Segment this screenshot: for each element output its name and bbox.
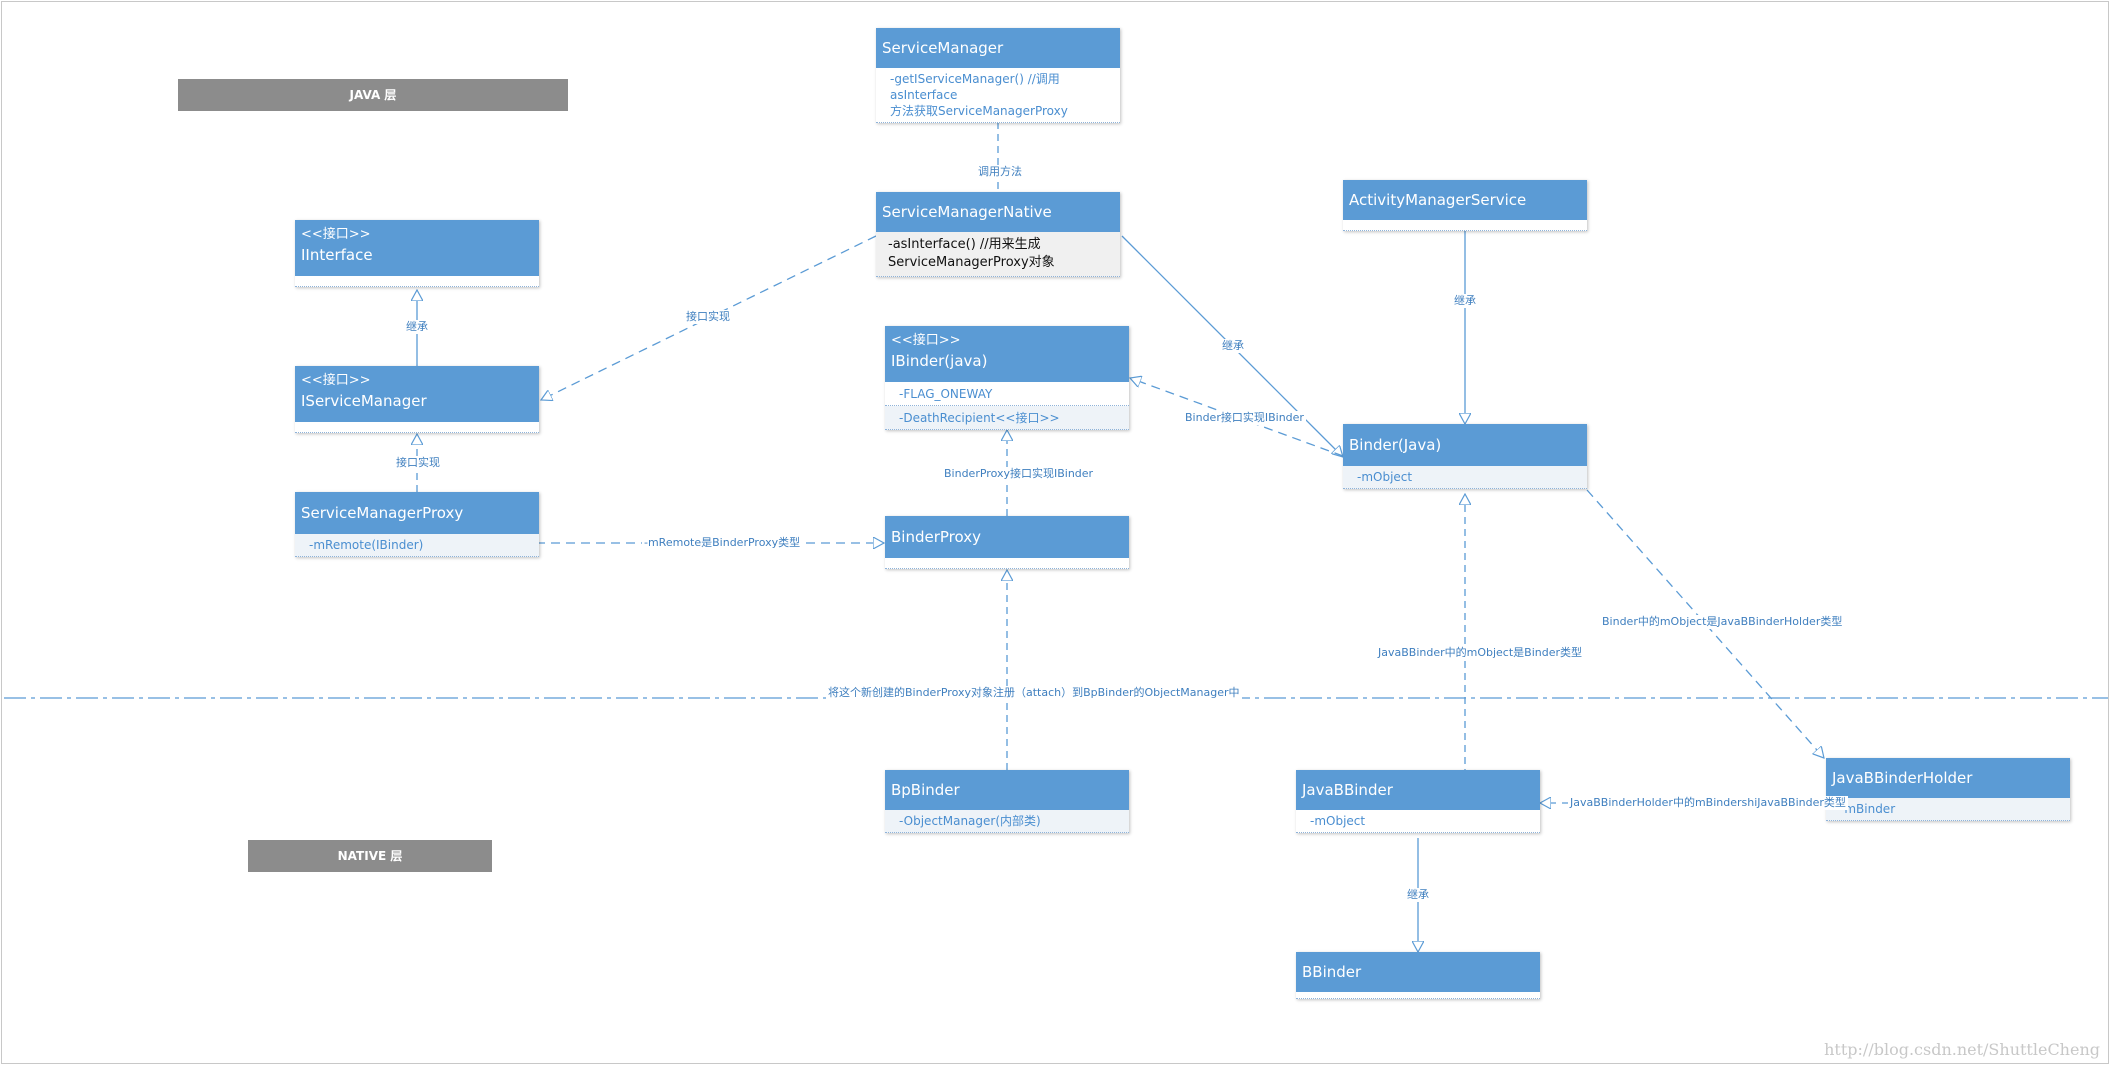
edge-label-inherit-ams: 继承	[1452, 294, 1478, 308]
class-attribute: -mRemote(IBinder)	[309, 538, 424, 552]
class-stereotype: <<接口>>	[891, 333, 961, 348]
class-name: ServiceManagerNative	[882, 203, 1052, 221]
edge-label-proxy-implementation: 接口实现	[394, 456, 442, 470]
class-name: ServiceManagerProxy	[301, 504, 464, 522]
class-bbinder[interactable]: BBinder	[1296, 952, 1540, 999]
class-name: Binder(Java)	[1349, 436, 1442, 454]
edge-label-call-method: 调用方法	[976, 165, 1024, 179]
class-binder-java[interactable]: Binder(Java) -mObject	[1343, 424, 1587, 489]
edge-label-binder-mobject: Binder中的mObject是JavaBBinderHolder类型	[1600, 615, 1845, 629]
edge-label-binder-implements-ibinder: Binder接口实现IBinder	[1183, 411, 1306, 425]
class-stereotype: <<接口>>	[301, 227, 371, 242]
class-name: ActivityManagerService	[1349, 191, 1527, 209]
class-activity-manager-service[interactable]: ActivityManagerService	[1343, 180, 1587, 231]
class-name: JavaBBinderHolder	[1832, 769, 1973, 787]
class-stereotype: <<接口>>	[301, 373, 371, 388]
class-empty-compartment	[1343, 220, 1587, 231]
class-empty-compartment	[1296, 992, 1540, 999]
edge-label-inherit-iinterface: 继承	[404, 320, 430, 334]
class-attribute: 方法获取ServiceManagerProxy	[890, 104, 1068, 118]
watermark: http://blog.csdn.net/ShuttleCheng	[1824, 1040, 2100, 1059]
class-ibinder-java[interactable]: <<接口>> IBinder(java) -FLAG_ONEWAY -Death…	[885, 326, 1129, 430]
class-attribute: -FLAG_ONEWAY	[899, 387, 993, 401]
edge-label-inherit-bbinder: 继承	[1405, 888, 1431, 902]
class-attribute: -mObject	[1310, 814, 1366, 828]
class-bp-binder[interactable]: BpBinder -ObjectManager(内部类)	[885, 770, 1129, 833]
edge-label-holder-mbinder: JavaBBinderHolder中的mBindershiJavaBBinder…	[1568, 796, 1848, 810]
class-java-bbinder[interactable]: JavaBBinder -mObject	[1296, 770, 1540, 833]
class-service-manager-proxy[interactable]: ServiceManagerProxy -mRemote(IBinder)	[295, 492, 539, 557]
class-binder-proxy[interactable]: BinderProxy	[885, 516, 1129, 569]
class-attribute: -asInterface() //用来生成	[888, 237, 1041, 252]
class-attribute: -mObject	[1357, 470, 1413, 484]
edge-label-mremote-type: -mRemote是BinderProxy类型	[642, 536, 803, 550]
edge-label-inherit-binder: 继承	[1220, 339, 1246, 353]
class-name: BpBinder	[891, 781, 960, 799]
class-iservice-manager[interactable]: <<接口>> IServiceManager	[295, 366, 539, 433]
edge-label-javabbinder-mobject: JavaBBinder中的mObject是Binder类型	[1376, 646, 1585, 660]
class-empty-compartment	[885, 558, 1129, 569]
class-attribute: -mBinder	[1840, 802, 1896, 816]
edge-label-binderproxy-implements-ibinder: BinderProxy接口实现IBinder	[942, 467, 1096, 481]
class-name: JavaBBinder	[1302, 781, 1393, 799]
class-name: ServiceManager	[882, 39, 1004, 57]
class-iinterface[interactable]: <<接口>> IInterface	[295, 220, 539, 287]
class-name: IServiceManager	[301, 392, 427, 410]
class-attribute: -ObjectManager(内部类)	[899, 814, 1041, 828]
class-name: IBinder(java)	[891, 352, 988, 370]
native-layer-label: NATIVE 层	[248, 840, 492, 872]
class-name: BBinder	[1302, 963, 1362, 981]
class-service-manager[interactable]: ServiceManager -getIServiceManager() //调…	[876, 28, 1120, 123]
class-attribute: -getIServiceManager() //调用asInterface	[890, 72, 1060, 102]
class-name: BinderProxy	[891, 528, 981, 546]
class-empty-compartment	[295, 422, 539, 433]
edge-label-interface-implementation: 接口实现	[684, 310, 732, 324]
java-layer-label: JAVA 层	[178, 79, 568, 111]
class-attribute: -DeathRecipient<<接口>>	[899, 411, 1060, 425]
class-empty-compartment	[295, 276, 539, 287]
layer-divider-label: 将这个新创建的BinderProxy对象注册（attach）到BpBinder的…	[826, 686, 1242, 700]
class-service-manager-native[interactable]: ServiceManagerNative -asInterface() //用来…	[876, 192, 1120, 277]
class-name: IInterface	[301, 246, 373, 264]
class-attribute: ServiceManagerProxy对象	[888, 255, 1055, 270]
class-java-bbinder-holder[interactable]: JavaBBinderHolder -mBinder	[1826, 758, 2070, 821]
